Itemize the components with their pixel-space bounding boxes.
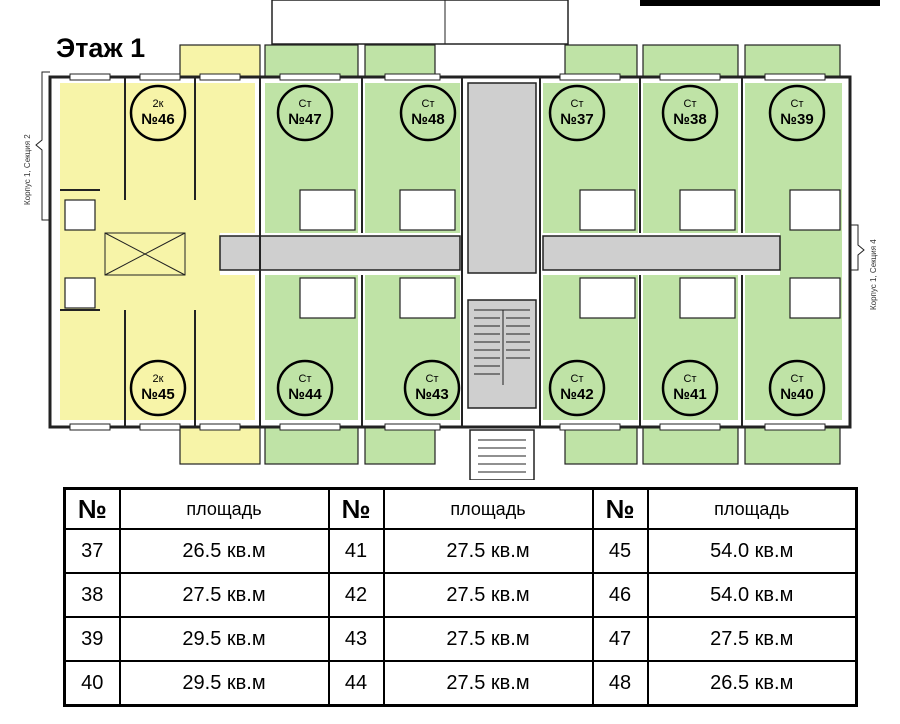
unit-type: Ст [571,98,584,110]
cell-area: 27.5 кв.м [382,616,594,662]
balcony [564,44,638,78]
table-row: 37 26.5 кв.м 41 27.5 кв.м 45 54.0 кв.м [63,528,858,574]
table-header-row: № площадь № площадь № площадь [63,487,858,530]
unit-number: №44 [288,386,322,403]
cell-number: 40 [63,660,121,707]
unit-number: №43 [415,386,448,403]
balcony [642,44,739,78]
cell-area: 27.5 кв.м [382,572,594,618]
unit-type: Ст [426,373,439,385]
unit-number: №39 [780,111,813,128]
cell-area: 29.5 кв.м [118,660,330,707]
unit-type: 2к [153,98,164,110]
unit-type: Ст [571,373,584,385]
col-header-number: № [591,487,649,530]
staircase [467,299,537,409]
unit-number: №40 [780,386,813,403]
studio-nook [780,233,842,275]
cell-number: 43 [327,616,385,662]
col-header-area: площадь [382,487,594,530]
cell-number: 44 [327,660,385,707]
internal-walls [60,77,743,427]
unit-type: Ст [422,98,435,110]
cell-number: 38 [63,572,121,618]
unit-number: №38 [673,111,706,128]
right-bracket [850,224,865,271]
balcony [179,44,261,78]
area-table: № площадь № площадь № площадь 37 26.5 кв… [63,487,858,707]
cell-area: 27.5 кв.м [118,572,330,618]
cell-number: 46 [591,572,649,618]
cell-area: 26.5 кв.м [118,528,330,574]
cell-area: 27.5 кв.м [382,660,594,707]
col-header-area: площадь [118,487,330,530]
cell-number: 41 [327,528,385,574]
left-bracket [35,71,50,221]
cell-area: 29.5 кв.м [118,616,330,662]
windows [69,73,826,431]
cell-number: 45 [591,528,649,574]
balcony [744,44,841,78]
unit-number: №48 [411,111,444,128]
table-row: 38 27.5 кв.м 42 27.5 кв.м 46 54.0 кв.м [63,572,858,618]
floor-plan: Этаж 1 Корпус 1, Секция 2 Корпус 1, Секц… [23,0,880,480]
unit-type: Ст [684,373,697,385]
cell-number: 48 [591,660,649,707]
unit-type: 2к [153,373,164,385]
cell-number: 47 [591,616,649,662]
cell-area: 27.5 кв.м [646,616,858,662]
unit-type: Ст [299,373,312,385]
col-header-number: № [327,487,385,530]
stair-hall [467,82,537,274]
col-header-number: № [63,487,121,530]
elevator-shaft [104,232,186,276]
cell-area: 54.0 кв.м [646,528,858,574]
corridor-left [219,235,461,271]
right-section-label: Корпус 1, Секция 4 [869,239,878,310]
corridor-right [542,235,781,271]
unit-type: Ст [299,98,312,110]
stair-steps [474,309,530,385]
apartment-hall [60,233,220,275]
unit-number: №46 [141,111,174,128]
top-cropped-text [640,0,880,6]
unit-number: №42 [560,386,593,403]
cell-area: 54.0 кв.м [646,572,858,618]
unit-type: Ст [684,98,697,110]
bathrooms [64,189,841,319]
unit-type: Ст [791,98,804,110]
left-section-label: Корпус 1, Секция 2 [23,134,32,205]
floor-title: Этаж 1 [56,33,145,63]
cell-number: 42 [327,572,385,618]
table-row: 40 29.5 кв.м 44 27.5 кв.м 48 26.5 кв.м [63,660,858,707]
table-row: 39 29.5 кв.м 43 27.5 кв.м 47 27.5 кв.м [63,616,858,662]
cell-number: 37 [63,528,121,574]
balcony [264,44,359,78]
roof-structure [271,0,569,45]
cell-number: 39 [63,616,121,662]
col-header-area: площадь [646,487,858,530]
unit-number: №37 [560,111,593,128]
cell-area: 26.5 кв.м [646,660,858,707]
balcony [364,44,436,78]
unit-number: №45 [141,386,174,403]
unit-number: №47 [288,111,321,128]
unit-number: №41 [673,386,706,403]
unit-type: Ст [791,373,804,385]
cell-area: 27.5 кв.м [382,528,594,574]
